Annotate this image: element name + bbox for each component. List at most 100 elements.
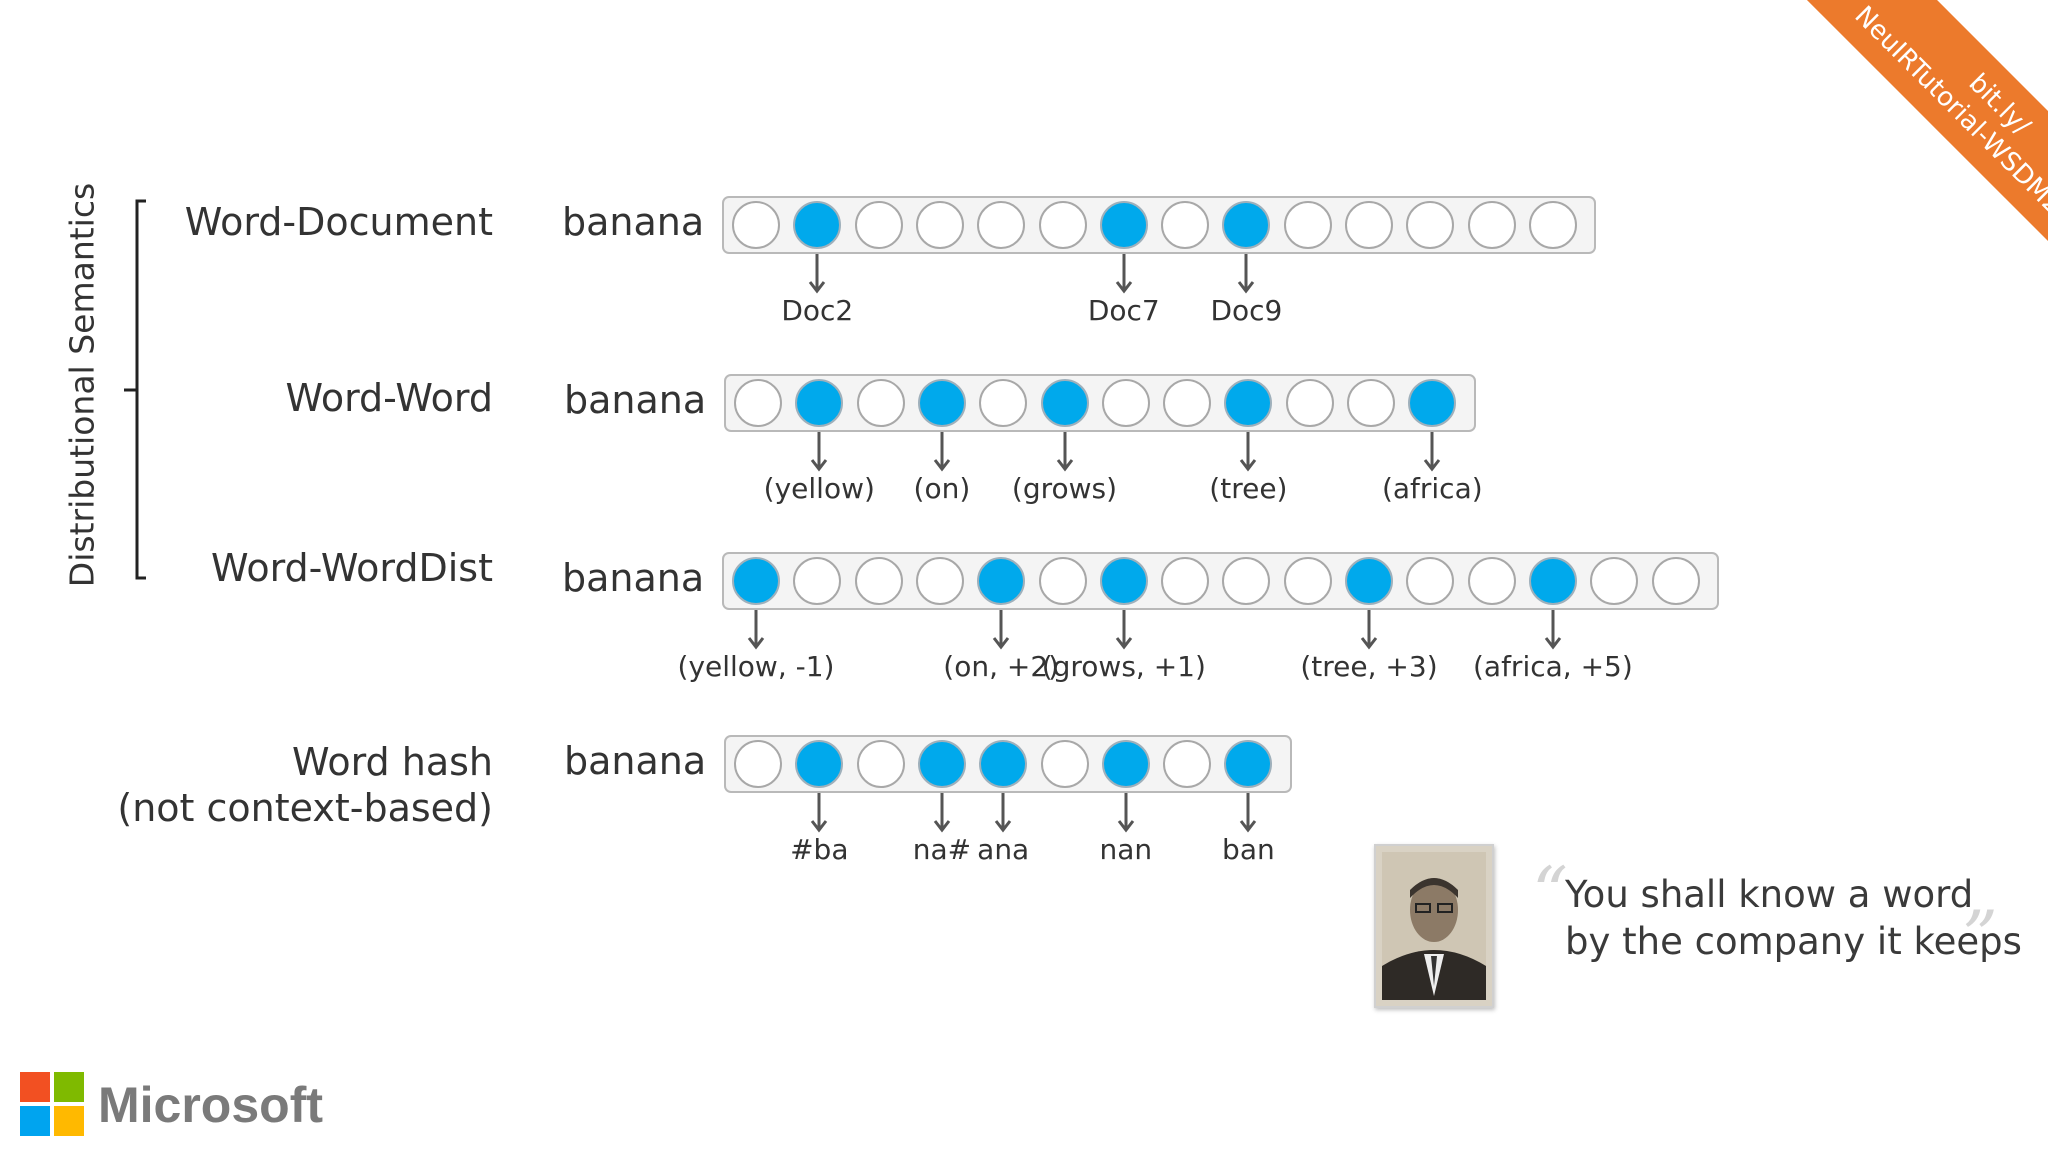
inactive-feature-circle bbox=[915, 201, 964, 249]
active-feature-circle bbox=[977, 557, 1026, 605]
inactive-feature-circle bbox=[1038, 557, 1087, 605]
inactive-feature-circle bbox=[1467, 557, 1516, 605]
active-feature-circle bbox=[795, 379, 844, 427]
context-label: Doc9 bbox=[1210, 294, 1283, 327]
active-feature-circle bbox=[1222, 201, 1271, 249]
inactive-feature-circle bbox=[1163, 740, 1212, 788]
down-arrow-icon bbox=[993, 610, 1010, 650]
row-label-text: Word-Word bbox=[285, 376, 493, 420]
context-label: (yellow, -1) bbox=[677, 650, 835, 683]
active-feature-circle bbox=[1408, 379, 1457, 427]
down-arrow-icon bbox=[995, 793, 1012, 833]
close-quote-icon: ” bbox=[1962, 896, 1998, 978]
input-word: banana bbox=[562, 556, 705, 600]
active-feature-circle bbox=[1528, 557, 1577, 605]
context-label: (tree) bbox=[1209, 472, 1288, 505]
row-label: Word hash(not context-based) bbox=[73, 740, 493, 831]
active-feature-circle bbox=[1224, 740, 1273, 788]
row-label-text: Word hash bbox=[291, 740, 493, 784]
down-arrow-icon bbox=[933, 793, 951, 833]
row-label-text: Word-WordDist bbox=[210, 546, 493, 590]
open-quote-icon: “ bbox=[1532, 852, 1568, 934]
context-label: #ba bbox=[790, 833, 849, 866]
context-label: ana bbox=[977, 833, 1030, 866]
row-label-subtext: (not context-based) bbox=[117, 785, 493, 830]
context-label: (on, +2) bbox=[943, 650, 1060, 683]
down-arrow-icon bbox=[1240, 432, 1257, 472]
context-label: Doc7 bbox=[1087, 294, 1160, 327]
down-arrow-icon bbox=[1240, 793, 1257, 833]
input-word: banana bbox=[562, 200, 705, 244]
inactive-feature-circle bbox=[854, 557, 903, 605]
inactive-feature-circle bbox=[793, 557, 842, 605]
inactive-feature-circle bbox=[856, 740, 905, 788]
context-label: Doc2 bbox=[781, 294, 854, 327]
input-word: banana bbox=[564, 378, 707, 422]
inactive-feature-circle bbox=[1347, 379, 1395, 427]
inactive-feature-circle bbox=[1651, 557, 1700, 605]
inactive-feature-circle bbox=[1285, 379, 1334, 427]
ribbon-line-1: bit.ly/ bbox=[1962, 68, 2036, 142]
portrait-photo bbox=[1374, 844, 1494, 1008]
input-word: banana bbox=[564, 739, 707, 783]
active-feature-circle bbox=[1099, 557, 1148, 605]
inactive-feature-circle bbox=[1467, 201, 1516, 249]
inactive-feature-circle bbox=[1590, 557, 1639, 605]
down-arrow-icon bbox=[811, 793, 828, 833]
down-arrow-icon bbox=[1424, 432, 1441, 472]
context-label: ban bbox=[1222, 833, 1275, 866]
active-feature-circle bbox=[979, 740, 1028, 788]
active-feature-circle bbox=[793, 201, 842, 249]
active-feature-circle bbox=[1040, 379, 1089, 427]
inactive-feature-circle bbox=[732, 201, 780, 249]
inactive-feature-circle bbox=[854, 201, 903, 249]
inactive-feature-circle bbox=[1283, 201, 1332, 249]
context-label: nan bbox=[1099, 833, 1153, 866]
inactive-feature-circle bbox=[1345, 201, 1393, 249]
inactive-feature-circle bbox=[979, 379, 1028, 427]
context-label: (on) bbox=[913, 472, 971, 505]
inactive-feature-circle bbox=[734, 379, 782, 427]
inactive-feature-circle bbox=[1528, 201, 1577, 249]
down-arrow-icon bbox=[1117, 793, 1134, 833]
inactive-feature-circle bbox=[734, 740, 782, 788]
active-feature-circle bbox=[1101, 740, 1150, 788]
inactive-feature-circle bbox=[1038, 201, 1087, 249]
down-arrow-icon bbox=[1360, 610, 1378, 650]
inactive-feature-circle bbox=[1163, 379, 1212, 427]
context-label: (africa, +5) bbox=[1472, 650, 1633, 683]
portrait-figure-icon bbox=[1376, 846, 1492, 1006]
microsoft-logo-icon bbox=[20, 1072, 84, 1136]
down-arrow-icon bbox=[1115, 254, 1132, 294]
active-feature-circle bbox=[917, 379, 966, 427]
down-arrow-icon bbox=[1115, 610, 1132, 650]
row-label-text: Word-Document bbox=[184, 200, 493, 244]
quote-line-1: You shall know a word bbox=[1565, 873, 1974, 916]
context-label: (tree, +3) bbox=[1300, 650, 1438, 683]
row-label: Word-WordDist bbox=[73, 546, 493, 592]
firth-quote: You shall know a word by the company it … bbox=[1565, 872, 2022, 965]
microsoft-wordmark: Microsoft bbox=[98, 1077, 323, 1133]
inactive-feature-circle bbox=[1283, 557, 1332, 605]
inactive-feature-circle bbox=[1406, 201, 1455, 249]
context-label: (grows) bbox=[1011, 472, 1118, 505]
inactive-feature-circle bbox=[1161, 557, 1210, 605]
down-arrow-icon bbox=[1238, 254, 1255, 294]
active-feature-circle bbox=[732, 557, 780, 605]
down-arrow-icon bbox=[1544, 610, 1562, 650]
row-label: Word-Document bbox=[73, 200, 493, 246]
inactive-feature-circle bbox=[1406, 557, 1455, 605]
down-arrow-icon bbox=[811, 432, 828, 472]
context-label: na# bbox=[912, 833, 972, 866]
context-label: (africa) bbox=[1381, 472, 1483, 505]
inactive-feature-circle bbox=[915, 557, 964, 605]
down-arrow-icon bbox=[747, 610, 765, 650]
active-feature-circle bbox=[795, 740, 844, 788]
active-feature-circle bbox=[1345, 557, 1393, 605]
active-feature-circle bbox=[1099, 201, 1148, 249]
url-ribbon: bit.ly/ NeuIRTutorial-WSDM2017 bbox=[1748, 0, 2048, 300]
context-label: (grows, +1) bbox=[1041, 650, 1206, 683]
inactive-feature-circle bbox=[1222, 557, 1271, 605]
feature-vector bbox=[722, 196, 1597, 254]
down-arrow-icon bbox=[1056, 432, 1073, 472]
